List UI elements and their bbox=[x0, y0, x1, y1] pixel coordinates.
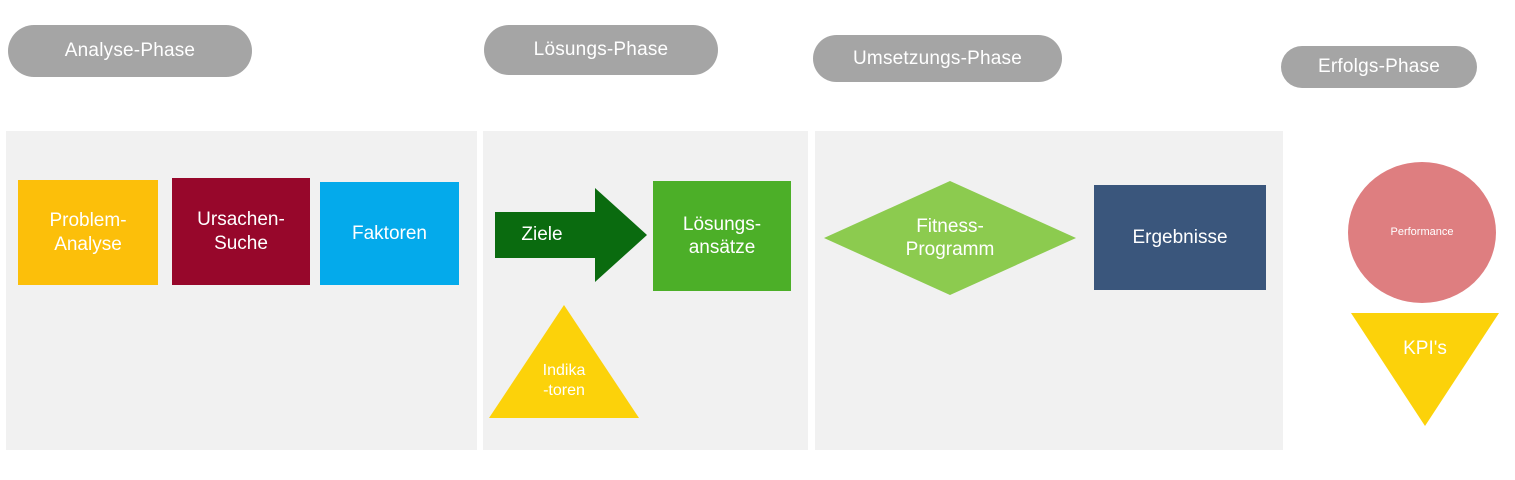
phase-panel-umsetzungs bbox=[815, 131, 1283, 450]
shape-label: Performance bbox=[1390, 225, 1454, 238]
phase-pill-loesungs[interactable]: Lösungs-Phase bbox=[484, 25, 718, 75]
shape-label: KPI's bbox=[1403, 337, 1447, 359]
phase-pill-erfolgs[interactable]: Erfolgs-Phase bbox=[1281, 46, 1477, 88]
shape-problem-analyse[interactable]: Problem- Analyse bbox=[18, 180, 158, 285]
shape-fitness-programm-diamond[interactable]: Fitness- Programm bbox=[824, 181, 1076, 295]
triangle-down-icon bbox=[1351, 313, 1499, 426]
shape-label-wrap: Fitness- Programm bbox=[824, 181, 1076, 295]
shape-label: Faktoren bbox=[352, 222, 427, 244]
shape-ursachen-suche[interactable]: Ursachen- Suche bbox=[172, 178, 310, 285]
shape-ziele-arrow[interactable]: Ziele bbox=[495, 188, 647, 282]
shape-label: Lösungs- ansätze bbox=[682, 213, 762, 258]
phase-pill-label: Lösungs-Phase bbox=[533, 39, 669, 60]
right-arrow-icon bbox=[495, 188, 647, 282]
shape-label-wrap: Indika -toren bbox=[489, 305, 639, 418]
diamond-icon bbox=[824, 181, 1076, 295]
shape-kpis-triangle[interactable]: KPI's bbox=[1351, 313, 1499, 426]
shape-performance-circle[interactable]: Performance bbox=[1348, 162, 1496, 303]
triangle-up-icon bbox=[489, 305, 639, 418]
shape-label: Ursachen- Suche bbox=[197, 209, 285, 254]
shape-loesungsansaetze[interactable]: Lösungs- ansätze bbox=[653, 181, 791, 291]
shape-label: Ergebnisse bbox=[1132, 226, 1228, 248]
shape-label: Fitness- Programm bbox=[905, 215, 995, 260]
shape-label: Problem- Analyse bbox=[49, 210, 127, 255]
phase-pill-analyse[interactable]: Analyse-Phase bbox=[8, 25, 252, 77]
phase-pill-label: Umsetzungs-Phase bbox=[853, 47, 1022, 69]
shape-indikatoren-triangle[interactable]: Indika -toren bbox=[489, 305, 639, 418]
shape-ergebnisse[interactable]: Ergebnisse bbox=[1094, 185, 1266, 290]
shape-label: Indika -toren bbox=[542, 361, 586, 399]
phase-pill-label: Analyse-Phase bbox=[64, 40, 196, 61]
shape-faktoren[interactable]: Faktoren bbox=[320, 182, 459, 285]
shape-label-wrap: KPI's bbox=[1351, 313, 1499, 426]
phase-pill-umsetzungs[interactable]: Umsetzungs-Phase bbox=[813, 35, 1062, 82]
phase-pill-label: Erfolgs-Phase bbox=[1318, 56, 1440, 77]
